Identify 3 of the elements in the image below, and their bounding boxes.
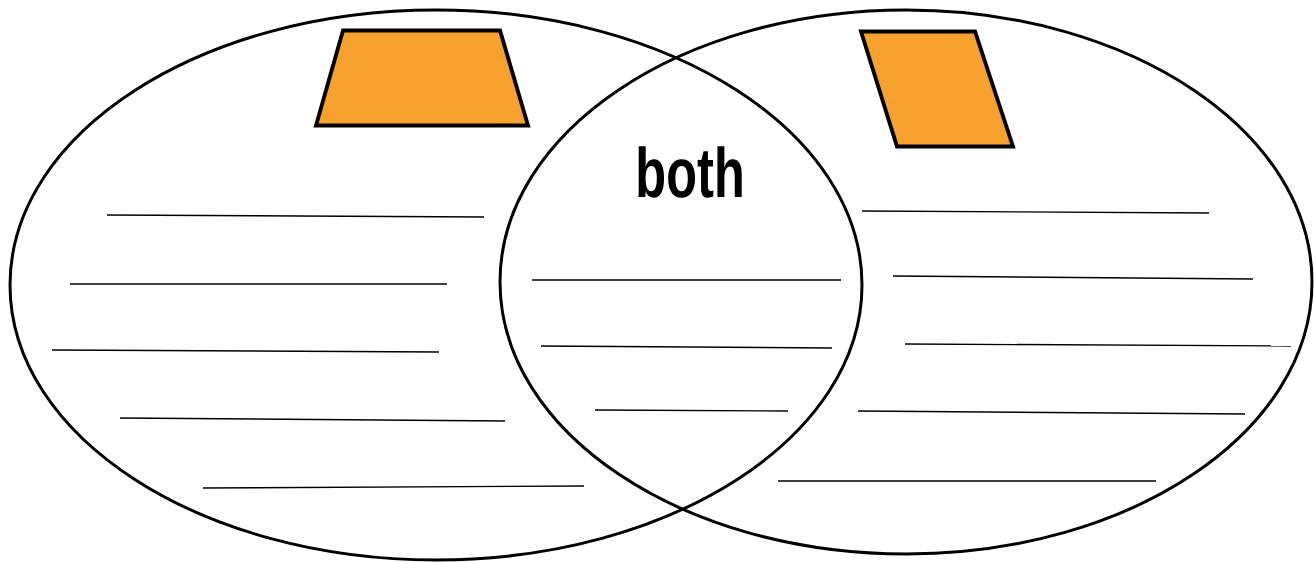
venn-circle [8,8,864,562]
heading: both [638,146,742,198]
venn-circle [498,8,1314,556]
